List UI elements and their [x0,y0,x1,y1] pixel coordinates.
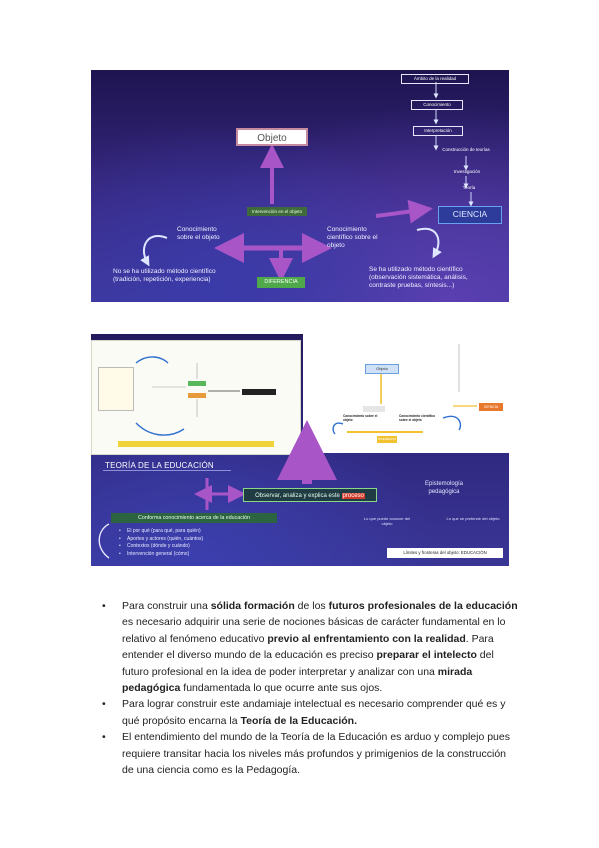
slide2-arrows [98,420,337,559]
observar-box: Observar, analiza y explica este proceso [243,488,377,502]
bullet-dot-icon: • [102,731,106,744]
text-run: es necesario adquirir una serie de nocio… [122,616,506,645]
teoria-title: TEORÍA DE LA EDUCACIÓN [105,461,214,470]
embedded-right-diagram: Objeto CIENCIA DIFERENCIA Conocimiento s… [303,334,509,453]
list-item: •Aportes y actores (quién, cuántos) [119,535,204,542]
slide-objeto-ciencia: Objeto CIENCIA Intervención en el objeto… [91,70,509,302]
text-run: del futuro profesional en la idea de pod… [122,649,494,678]
list-item: •Contextos (dónde y cuándo) [119,543,190,549]
chain-construccion: Construcción de teorías [442,147,490,152]
bold-run: sólida formación [210,600,295,612]
dark-tag [242,389,276,395]
objeto-box: Objeto [236,128,308,146]
small-left-text: Lo que puede conocer del objeto [363,516,411,526]
embedded-left-diagram [91,340,301,455]
si-metodo-text: Se ha utilizado método científico (obser… [369,266,468,289]
text-run: fundamentada lo que ocurre ante sus ojos… [180,682,383,695]
slide-teoria-educacion: Objeto CIENCIA DIFERENCIA Conocimiento s… [91,334,509,566]
no-metodo-text: No se ha utilizado método científico (tr… [113,268,216,283]
bold-run: previo al enfrentamiento con la realidad [267,632,466,645]
bold-run: preparar el intelecto [376,649,477,662]
bullet-paragraph: • Para construir una sólida formación de … [100,598,520,696]
diagonal-arrow-icon [375,199,433,224]
intervencion-box: Intervención en el objeto [247,207,307,216]
yellow-banner [118,441,274,447]
chain-investigacion: Investigación [453,169,481,174]
bullet-dot-icon: • [102,698,106,711]
slide1-arrows [140,82,474,282]
conoce-box: Conforma conocimiento acerca de la educa… [111,513,277,523]
green-tag [188,381,206,386]
mini-ciencia-box: CIENCIA [479,403,503,411]
teoria-underline [103,470,231,471]
text-run: . Para entender el diverso mundo de la e… [122,632,494,662]
epistemologia-text: Epistemología pedagógica [424,481,464,495]
bullet-paragraph: • Para lograr construir este andamiaje in… [100,696,520,729]
chain-conocimiento: Conocimiento [411,100,463,110]
curved-right-arrow-icon [416,227,442,259]
bullet-paragraph: • El entendimiento del mundo de la Teoría… [100,729,520,778]
ciencia-box: CIENCIA [438,206,502,224]
orange-tag [188,393,206,398]
mini-diferencia-box: DIFERENCIA [377,436,397,443]
right-diagram-arrows [332,344,477,435]
left-note-box [98,367,134,411]
list-item: •Intervención general (cómo) [119,550,190,557]
mini-conocimiento: Conocimiento sobre el objeto [343,414,378,422]
chain-ambito: Ámbito de la realidad [401,74,469,84]
text-run: de los [294,600,329,612]
chain-teoria: Teoría [462,185,476,190]
mini-objeto-box: Objeto [365,364,399,374]
aspect-list: •El por qué (para qué, para quién) •Apor… [119,528,203,558]
body-bullets: • Para construir una sólida formación de … [100,598,520,778]
conocimiento-sobre-objeto: Conocimiento sobre el objeto [177,226,220,241]
list-item: •El por qué (para qué, para quién) [119,528,201,534]
observar-text: Observar, analiza y explica este [255,493,340,499]
bold-run: mirada pedagógica [122,665,473,695]
conocimiento-cientifico: Conocimiento científico sobre el objeto [327,226,378,249]
bold-run: Teoría de la Educación. [240,714,358,727]
mini-intervencion-box [363,406,385,412]
small-right-text: Lo que se pretende del objeto [446,516,500,521]
mini-conocimiento-cientifico: Conocimiento científico sobre el objeto [399,414,436,422]
chain-interpretacion: Interpretación [413,126,463,136]
diferencia-box: DIFERENCIA [257,277,305,288]
curved-arrow-icon [98,523,110,559]
left-diagram-arrows [135,356,240,436]
bullet-dot-icon: • [102,600,106,612]
text-run: Para construir una [122,600,211,612]
curved-left-arrow-icon [140,235,168,267]
text-run: El entendimiento del mundo de la Teoría … [122,731,510,777]
text-run: Para lograr construir este andamiaje int… [122,698,506,727]
proceso-highlight: proceso [341,493,365,499]
bold-run: futuros profesionales de la educación [328,600,518,612]
limites-box: Límites y fronteras del objeto: EDUCACIÓ… [387,548,503,558]
